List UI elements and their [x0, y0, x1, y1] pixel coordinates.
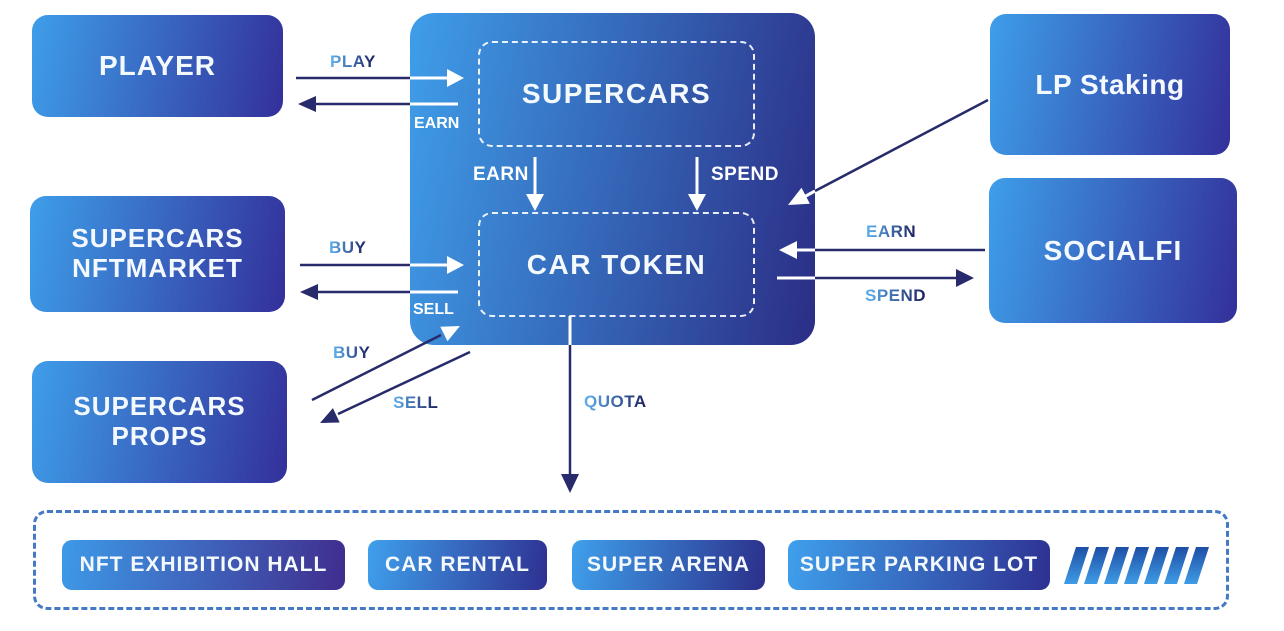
- earn-player-label: EARN: [414, 115, 460, 132]
- buy-market-label: BUY: [329, 238, 367, 257]
- car-rental-label: CAR RENTAL: [385, 553, 530, 576]
- lp-staking-label: LP Staking: [1035, 68, 1185, 100]
- utility-zone-container: [33, 510, 1229, 610]
- super-arena-label: SUPER ARENA: [586, 553, 751, 576]
- hazard-slashes: [1063, 547, 1210, 584]
- earn-socialfi-label: EARN: [866, 222, 917, 241]
- supercars-label: SUPERCARS: [521, 78, 712, 109]
- game-core-box: SUPERCARS CAR TOKEN: [410, 13, 815, 345]
- supercars-props-box: SUPERCARS PROPS: [32, 361, 287, 483]
- spend-socialfi-label: SPEND: [865, 286, 927, 305]
- quota-label: QUOTA: [584, 392, 647, 411]
- player-box: PLAYER: [32, 15, 283, 117]
- socialfi-box: SOCIALFI: [989, 178, 1237, 323]
- sell-market-label: SELL: [413, 301, 454, 318]
- buy-props-label: BUY: [333, 343, 371, 362]
- super-arena-box: SUPER ARENA: [572, 540, 765, 590]
- earn-internal-label: EARN: [473, 164, 529, 185]
- sell-props-label: SELL: [393, 393, 439, 412]
- spend-internal-label: SPEND: [711, 164, 779, 185]
- supercars-nftmarket-label: SUPERCARS NFTMARKET: [71, 223, 244, 283]
- super-parking-lot-label: SUPER PARKING LOT: [799, 553, 1039, 576]
- nft-exhibition-hall-box: NFT EXHIBITION HALL: [62, 540, 345, 590]
- lp-staking-box: LP Staking: [990, 14, 1230, 155]
- super-parking-lot-box: SUPER PARKING LOT: [788, 540, 1050, 590]
- lp-staking-arrow: [788, 98, 989, 205]
- supercars-box: SUPERCARS: [478, 41, 755, 147]
- player-label: PLAYER: [98, 50, 216, 81]
- supercars-props-label: SUPERCARS PROPS: [73, 391, 246, 451]
- socialfi-label: SOCIALFI: [1043, 234, 1183, 266]
- nft-exhibition-hall-label: NFT EXHIBITION HALL: [79, 553, 328, 576]
- supercars-nftmarket-box: SUPERCARS NFTMARKET: [30, 196, 285, 312]
- car-rental-box: CAR RENTAL: [368, 540, 547, 590]
- play-label: PLAY: [330, 52, 376, 71]
- car-token-label: CAR TOKEN: [526, 248, 707, 280]
- car-token-box: CAR TOKEN: [478, 212, 755, 317]
